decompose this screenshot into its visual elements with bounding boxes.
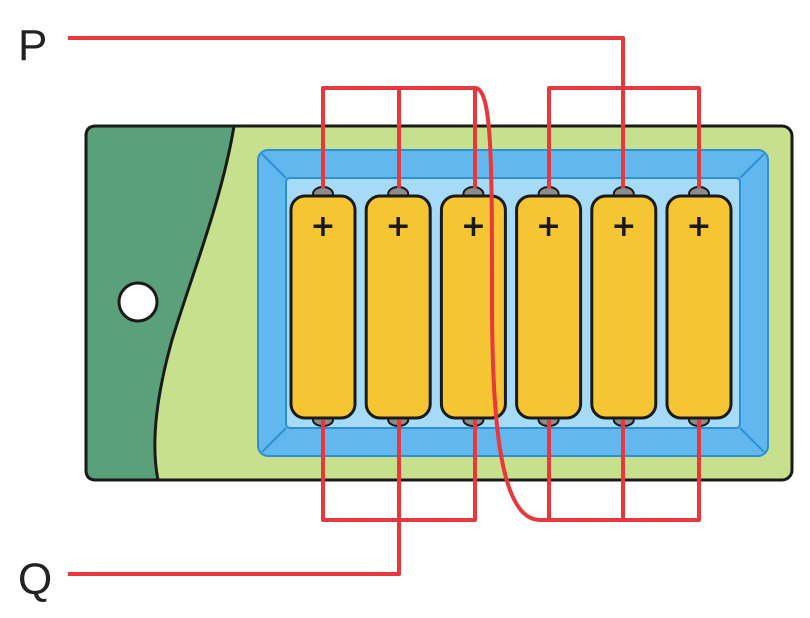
cell-body <box>289 194 357 420</box>
tray-bevel-lines <box>261 153 765 453</box>
plus-sign-icon: + <box>310 209 335 244</box>
battery-cell-1: + <box>289 186 357 427</box>
battery-cell-5: + <box>590 186 658 427</box>
plus-sign-icon: + <box>461 209 486 244</box>
plus-sign-icon: + <box>536 209 561 244</box>
wiring <box>68 36 701 576</box>
series-link-wire <box>474 86 549 522</box>
cell-body <box>665 194 733 420</box>
cells-layer: + + + + + + <box>289 186 733 427</box>
cell-body <box>439 194 507 420</box>
mount-hole-icon <box>117 281 159 323</box>
pack-end-cap <box>84 124 236 482</box>
battery-cell-6: + <box>665 186 733 427</box>
cell-body <box>515 194 583 420</box>
cell-body <box>364 194 432 420</box>
top-bus-left-group <box>321 86 401 188</box>
plus-sign-icon: + <box>686 209 711 244</box>
terminal-q-label: Q <box>18 555 52 604</box>
battery-cell-4: + <box>515 186 583 427</box>
terminal-q-wire <box>68 520 401 576</box>
battery-cell-3: + <box>439 186 507 427</box>
cell-body <box>590 194 658 420</box>
battery-cell-2: + <box>364 186 432 427</box>
terminal-p-label: P <box>18 21 47 70</box>
plus-sign-icon: + <box>386 209 411 244</box>
plus-sign-icon: + <box>611 209 636 244</box>
terminal-p-wire <box>68 36 625 88</box>
